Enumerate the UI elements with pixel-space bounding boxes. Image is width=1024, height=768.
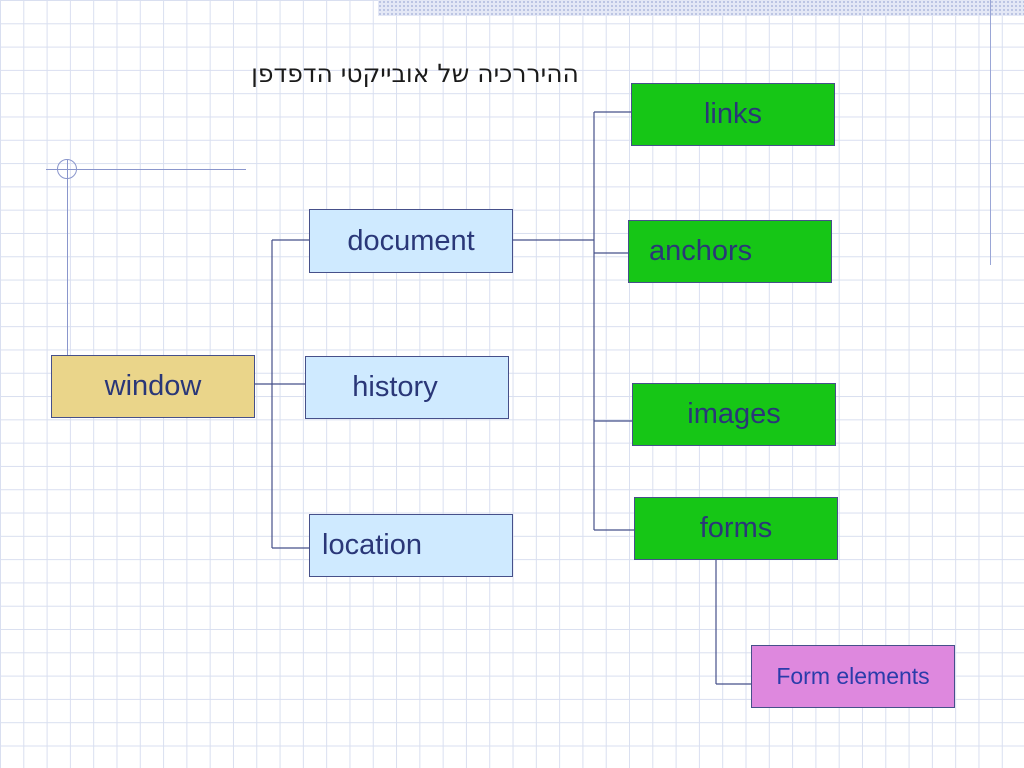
- node-images: images: [632, 383, 836, 446]
- top-dotted-band: [378, 0, 1024, 16]
- node-forms: forms: [634, 497, 838, 560]
- decorative-circle: [57, 159, 77, 179]
- node-history: history: [305, 356, 509, 419]
- right-vertical-rule: [990, 0, 991, 265]
- node-location: location: [309, 514, 513, 577]
- node-anchors: anchors: [628, 220, 832, 283]
- slide-title: ההיררכיה של אובייקטי הדפדפן: [251, 59, 579, 88]
- decorative-vertical-rule: [67, 160, 68, 355]
- node-window: window: [51, 355, 255, 418]
- node-document: document: [309, 209, 513, 273]
- decorative-horizontal-rule: [46, 169, 246, 170]
- node-form-elements: Form elements: [751, 645, 955, 708]
- node-links: links: [631, 83, 835, 146]
